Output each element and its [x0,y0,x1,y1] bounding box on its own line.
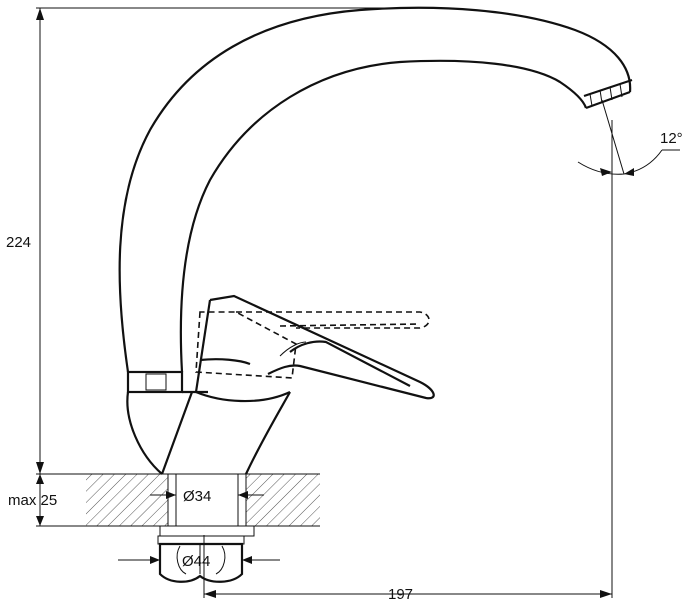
nut-diameter-dimension: Ø44 [118,553,280,570]
shank [159,473,255,537]
angle-label: 12° [660,130,683,147]
height-dimension: 224 [6,8,44,474]
angle-dimension: 12° [577,99,683,176]
countertop [86,473,320,527]
shank-diameter-label: Ø34 [183,488,211,505]
shank-diameter-dimension: Ø34 [150,488,264,505]
height-label: 224 [6,234,31,251]
reach-dimension: 197 [203,535,612,603]
nut-diameter-label: Ø44 [182,553,210,570]
extension-lines [36,7,613,598]
faucet-body [126,299,291,475]
lever-handle [209,294,435,400]
mounting-nut [157,535,245,583]
spout [118,6,633,394]
counter-thickness-dimension: max 25 [8,474,57,526]
lever-open-position [195,311,430,379]
counter-thickness-label: max 25 [8,492,57,509]
reach-label: 197 [388,586,413,603]
